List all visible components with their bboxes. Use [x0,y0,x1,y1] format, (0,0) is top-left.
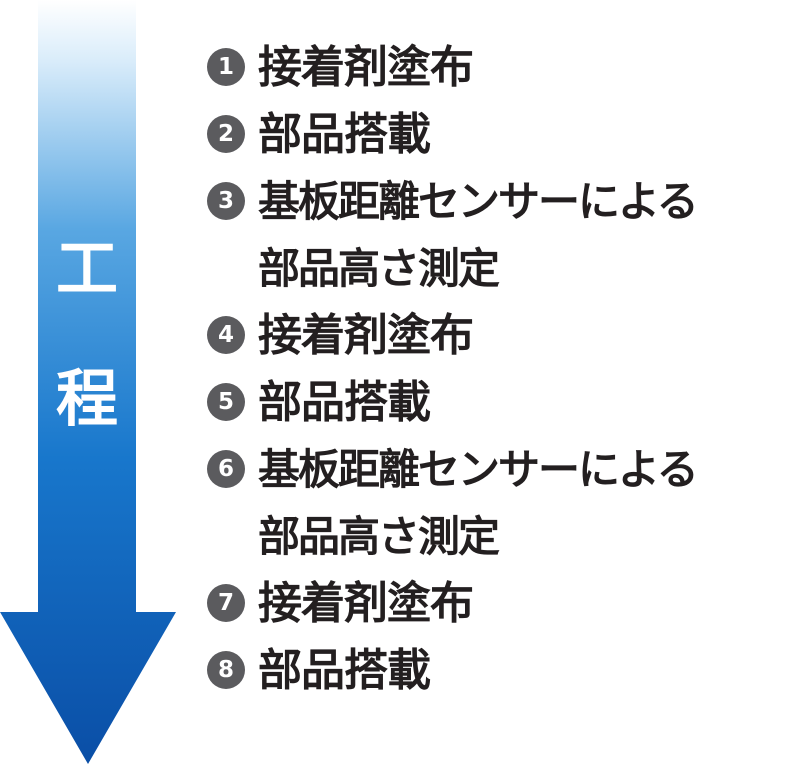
step-label: 部品搭載 [258,109,431,160]
step-number-badge: 4 [207,316,245,354]
step-2: 2 部品搭載 [207,101,800,168]
step-5: 5 部品搭載 [207,369,800,436]
step-label: 基板距離センサーによる 部品高さ測定 [258,445,699,561]
step-number-badge: 7 [207,584,245,622]
step-6: 6 基板距離センサーによる 部品高さ測定 [207,436,800,570]
arrow-label-char-2: 程 [55,362,118,435]
process-arrow [0,0,176,764]
step-label: 接着剤塗布 [258,42,474,93]
step-number-badge: 8 [207,651,245,689]
step-7: 7 接着剤塗布 [207,570,800,637]
step-number-badge: 2 [207,115,245,153]
step-1: 1 接着剤塗布 [207,34,800,101]
step-number-badge: 5 [207,383,245,421]
process-step-list: 1 接着剤塗布 2 部品搭載 3 基板距離センサーによる 部品高さ測定 4 接着… [207,34,800,704]
step-number-badge: 6 [207,450,245,488]
step-3: 3 基板距離センサーによる 部品高さ測定 [207,168,800,302]
arrow-label-char-1: 工 [55,232,118,305]
step-label: 部品搭載 [258,377,431,428]
step-8: 8 部品搭載 [207,637,800,704]
step-number-badge: 3 [207,182,245,220]
step-label: 接着剤塗布 [258,310,474,361]
step-number-badge: 1 [207,48,245,86]
step-label: 部品搭載 [258,645,431,696]
step-label: 接着剤塗布 [258,578,474,629]
step-label: 基板距離センサーによる 部品高さ測定 [258,177,699,293]
step-4: 4 接着剤塗布 [207,302,800,369]
